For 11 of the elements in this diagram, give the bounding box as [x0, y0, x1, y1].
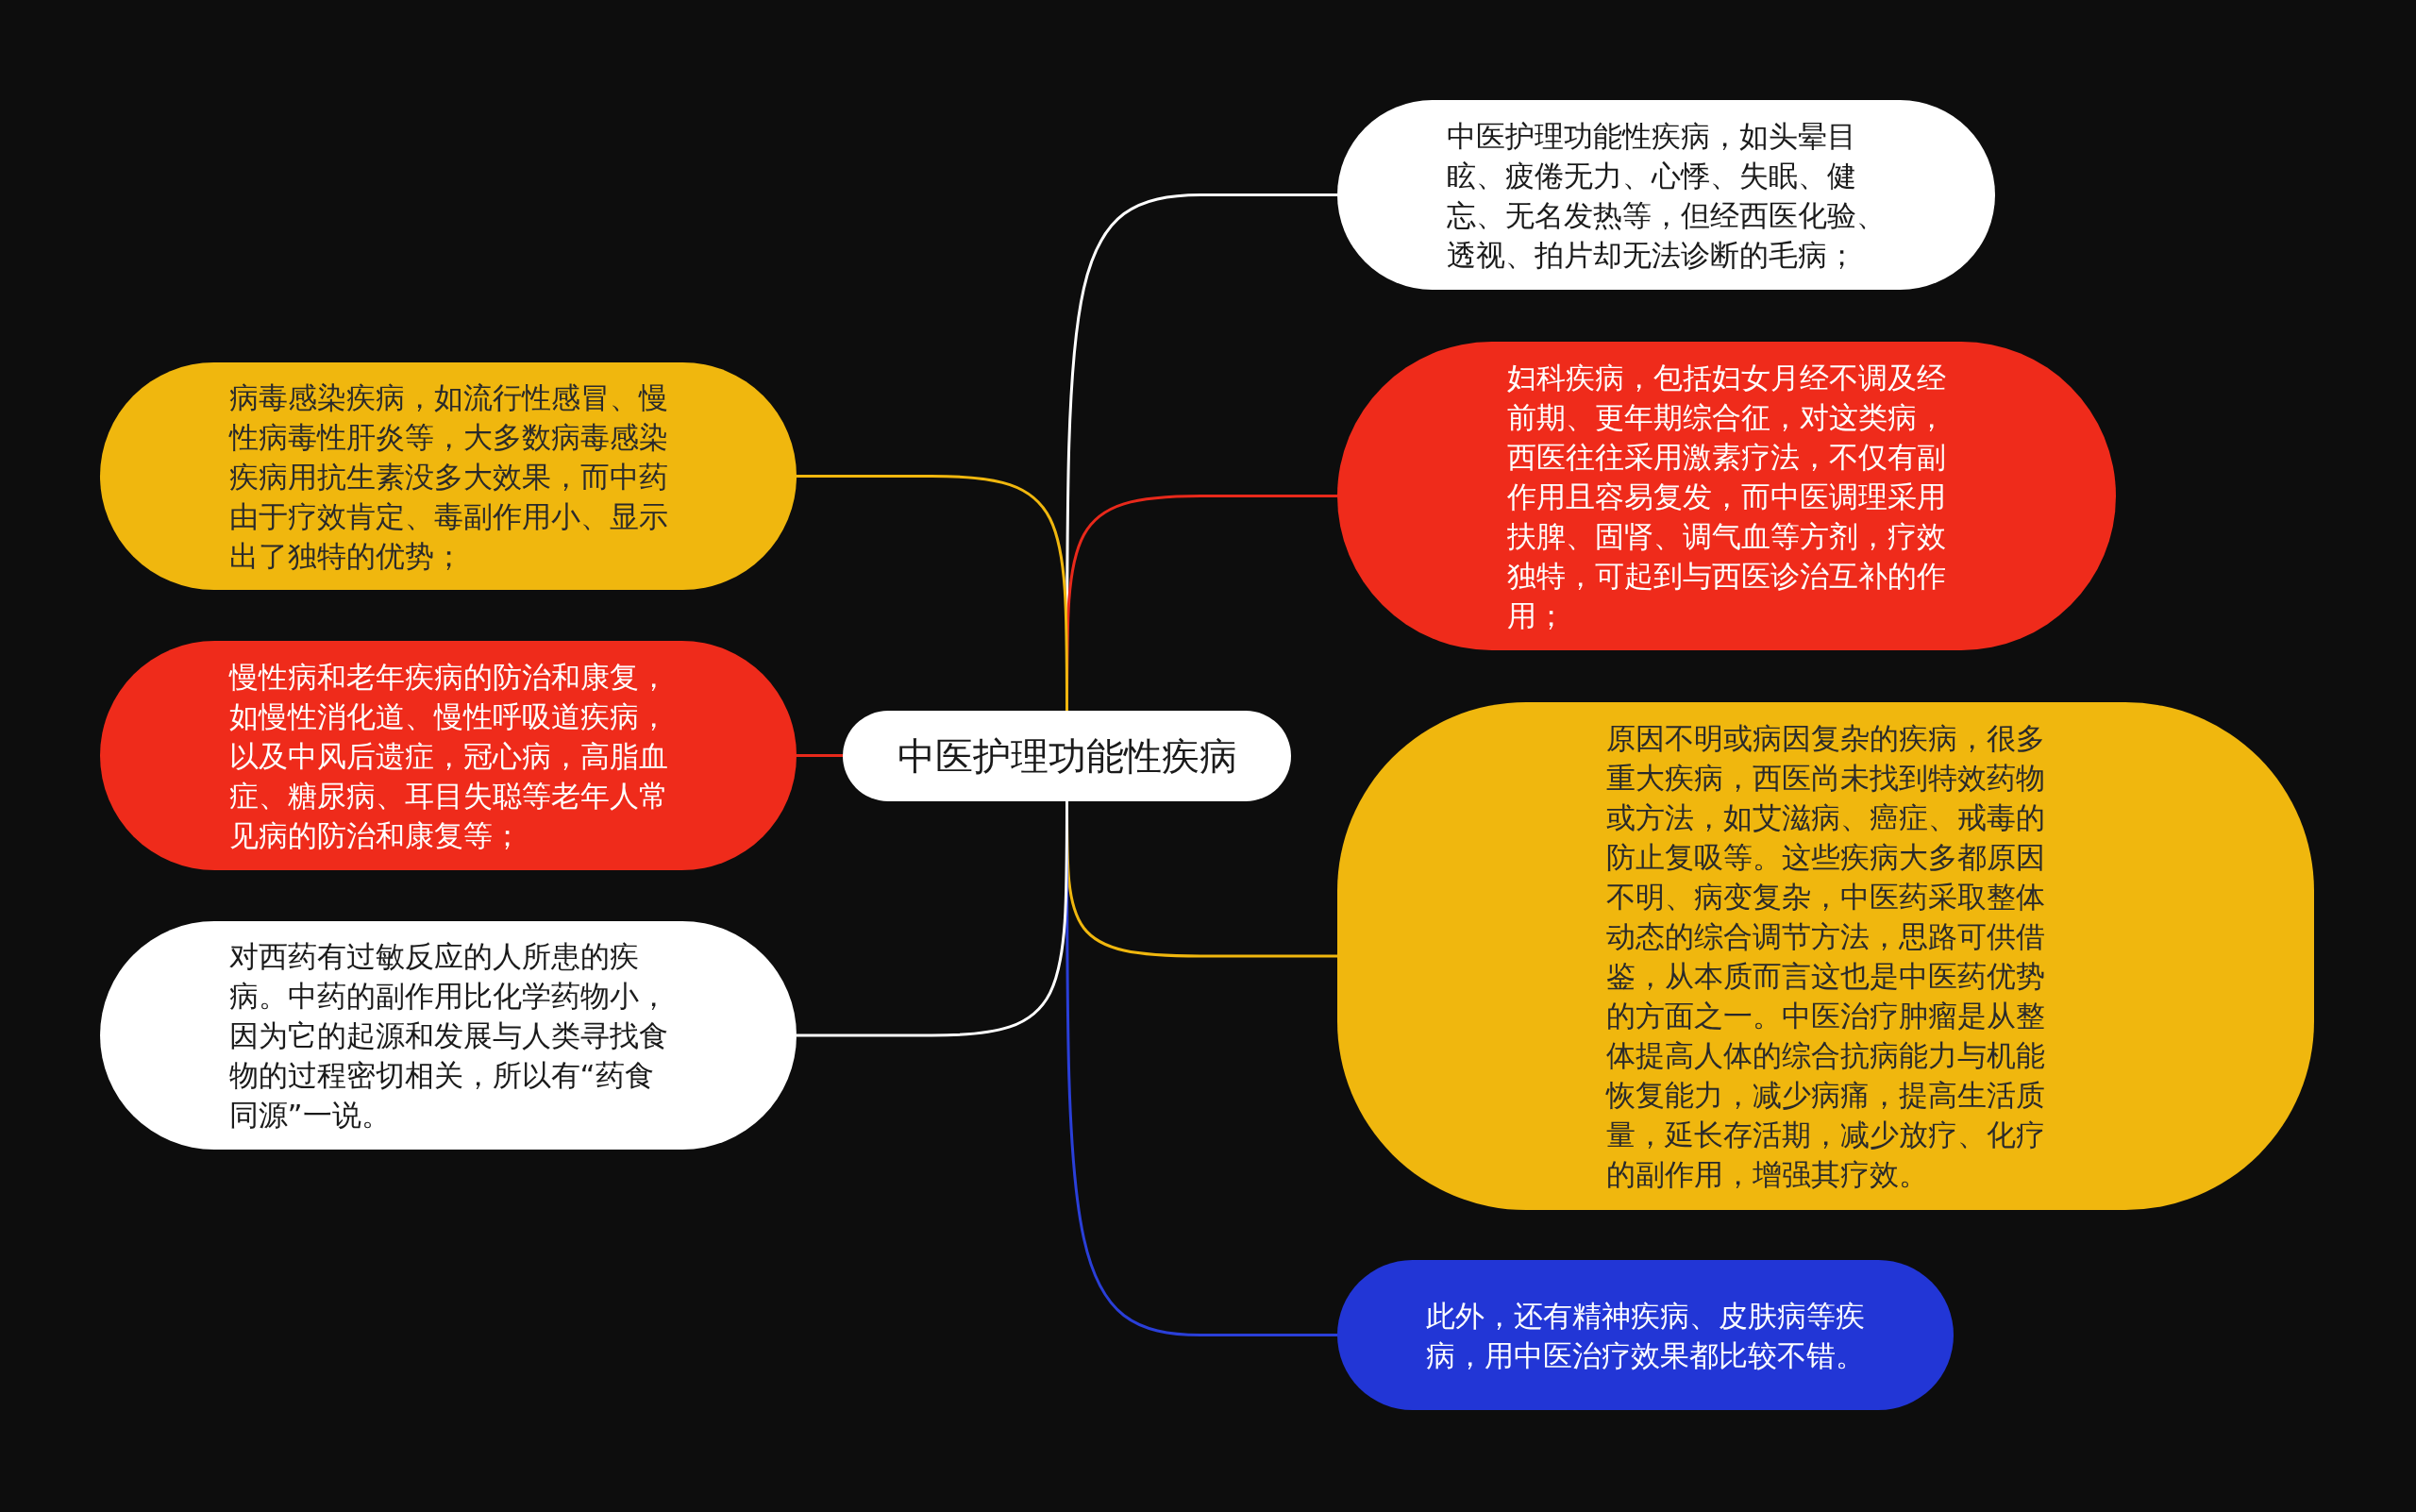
connector-line [797, 475, 1068, 711]
connector-line [797, 801, 1068, 1037]
topic-text: 对西药有过敏反应的人所患的疾病。中药的副作用比化学药物小，因为它的起源和发展与人类寻找食物的过程密切相关，所以有“药食同源”一说。 [228, 938, 668, 1134]
topic-text: 原因不明或病因复杂的疾病，很多重大疾病，西医尚未找到特效药物或方法，如艾滋病、癌症、戒毒的防止复吸等。这些疾病大多都原因不明、病变复杂，中医药采取整体动态的综合调节方法，思路可供借鉴，从本质而言这也是中医药优势的方面之一。中医治疗肿瘤是从整体提高人体的综合抗病能力与机能恢复能力，减少病痛，提高生活质量，延长存活期，减少放疗、化疗的副作用，增强其疗效。 [1606, 720, 2045, 1193]
topic-text: 中医护理功能性疾病，如头晕目眩、疲倦无力、心悸、失眠、健忘、无名发热等，但经西医化验、透视、拍片却无法诊断的毛病； [1447, 117, 1886, 274]
topic-text: 病毒感染疾病，如流行性感冒、慢性病毒性肝炎等，大多数病毒感染疾病用抗生素没多大效果，而中药由于疗效肯定、毒副作用小、显示出了独特的优势； [228, 378, 668, 575]
topic-text: 此外，还有精神疾病、皮肤病等疾病，用中医治疗效果都比较不错。 [1426, 1297, 1865, 1374]
central-topic-text: 中医护理功能性疾病 [897, 733, 1237, 779]
connector-line [797, 754, 843, 757]
topic-text: 妇科疾病，包括妇女月经不调及经前期、更年期综合征，对这类病，西医往往采用激素疗法，不仅有副作用且容易复发，而中医调理采用扶脾、固肾、调气血等方剂，疗效独特，可起到与西医诊治互补的作用； [1507, 359, 1946, 634]
topic-text: 慢性病和老年疾病的防治和康复，如慢性消化道、慢性呼吸道疾病，以及中风后遗症，冠心病，高脂血症、糖尿病、耳目失聪等老年人常见病的防治和康复等； [228, 658, 668, 854]
